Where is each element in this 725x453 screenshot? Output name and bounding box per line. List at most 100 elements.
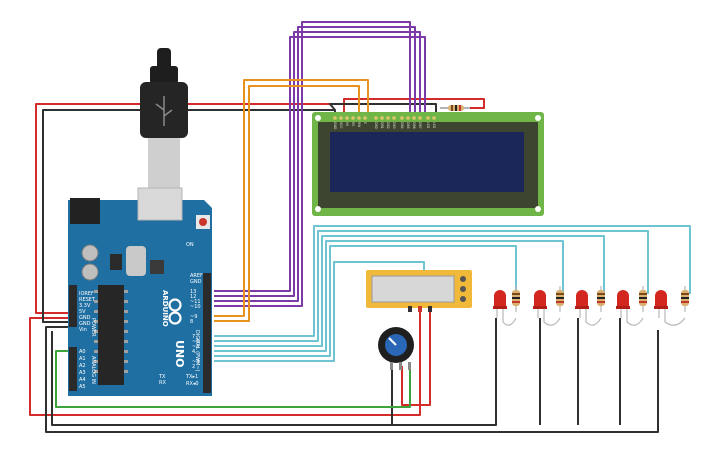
- wire-orange-1[interactable]: [214, 79, 369, 317]
- potentiometer[interactable]: [378, 327, 414, 370]
- pin-label: RS: [351, 122, 355, 126]
- power-header-label: POWER: [90, 318, 96, 337]
- led-5[interactable]: [654, 290, 686, 326]
- knob-indicator: [388, 337, 397, 346]
- resistor-led-3[interactable]: [597, 286, 605, 312]
- digital-pin-labels: AREF GND 13 12 ~11 ~10 ~9 8 7 ~6 ~5 4 ~3…: [185, 273, 203, 387]
- pin-label: 13: [190, 289, 196, 295]
- arduino-logo-icon: [168, 298, 182, 325]
- rx-label: RX: [159, 380, 166, 386]
- digital-header: [203, 273, 211, 393]
- capacitor: [81, 263, 99, 281]
- wire-red-top[interactable]: [35, 98, 485, 314]
- lcd-screen: [330, 132, 524, 192]
- analog-header-label: ANALOG IN: [90, 356, 96, 384]
- pin-label: A4: [79, 377, 86, 383]
- pin-label: DB3: [392, 122, 396, 129]
- wire-teal-6[interactable]: [214, 261, 425, 362]
- usb-icon: [155, 96, 173, 126]
- pin-label: Vin: [79, 327, 87, 333]
- wire-teal-2[interactable]: [214, 230, 649, 342]
- wire-black-bottom2[interactable]: [51, 318, 497, 426]
- wire-teal-5[interactable]: [214, 245, 517, 357]
- pin-label: A2: [79, 363, 86, 369]
- pin-label: A3: [79, 370, 86, 376]
- led-1[interactable]: [493, 290, 517, 326]
- pin-label: 3.3V: [79, 303, 91, 309]
- wires: [29, 21, 691, 433]
- wire-purple-3[interactable]: [214, 26, 416, 302]
- lcd-display[interactable]: GND VCC V0 RS RW E DB0 DB1 DB2 DB3 DB4 D…: [312, 112, 544, 216]
- lcd-pin-labels: GND VCC V0 RS RW E DB0 DB1 DB2 DB3 DB4 D…: [333, 122, 436, 130]
- chip-pins: [94, 290, 128, 373]
- pin-label: GND: [79, 321, 91, 327]
- wire-black-bottom[interactable]: [45, 326, 659, 433]
- analog-pin-labels: A0 A1 A2 A3 A4 A5: [79, 349, 86, 390]
- pin-label: E: [363, 122, 367, 124]
- pin-label: DB1: [380, 122, 384, 129]
- pin-label: 12: [190, 294, 196, 300]
- pin-label: 4: [192, 349, 195, 355]
- brand-label: ARDUINO: [161, 290, 169, 327]
- pin-label: DB5: [406, 122, 410, 129]
- pushbutton[interactable]: [366, 270, 472, 312]
- power-pin-labels: IOREF RESET 3.3V 5V GND GND Vin: [79, 291, 96, 333]
- pin-label: 7: [192, 334, 195, 340]
- pin-label: A5: [79, 384, 86, 390]
- reset-button-cap[interactable]: [199, 218, 207, 226]
- pin-label: DB4: [400, 122, 404, 129]
- wire-purple-2[interactable]: [214, 31, 421, 297]
- pin-label: A1: [79, 356, 86, 362]
- wire-black-lcd[interactable]: [329, 103, 437, 112]
- pin-label: VCC: [339, 122, 343, 129]
- led-4[interactable]: [616, 290, 644, 326]
- pin-label: DB2: [386, 122, 390, 129]
- pin-label: ~3: [192, 359, 199, 365]
- wire-purple-4[interactable]: [214, 21, 411, 307]
- capacitor: [81, 244, 99, 262]
- pin-label: RX◂0: [186, 381, 199, 387]
- wire-purple-1[interactable]: [214, 36, 426, 292]
- pin-label: 8: [190, 319, 193, 325]
- resistor-led-2[interactable]: [556, 286, 564, 312]
- led-array: [493, 286, 689, 326]
- pin-label: 2: [192, 364, 195, 370]
- pin-label: 5V: [79, 309, 86, 315]
- wire-orange-2[interactable]: [214, 85, 360, 322]
- atmega-chip: [98, 285, 124, 385]
- pin-label: RW: [357, 122, 361, 128]
- wire-teal-3[interactable]: [214, 235, 605, 347]
- on-label: ON: [186, 242, 194, 248]
- analog-header: [69, 347, 77, 391]
- arduino-board[interactable]: ARDUINO UNO DIGITAL (PWM~) POWER ANALOG …: [68, 187, 212, 396]
- pin-label: RESET: [79, 297, 96, 303]
- resistor-led-1[interactable]: [512, 286, 520, 312]
- lcd-pin-row: [333, 116, 436, 120]
- tx-label: TX: [158, 374, 166, 380]
- pin-label: ~9: [190, 314, 197, 320]
- led-2[interactable]: [533, 290, 561, 326]
- pin-label: LED: [426, 122, 430, 129]
- pin-label: DB6: [412, 122, 416, 129]
- pin-label: ~6: [192, 339, 199, 345]
- wire-teal-4[interactable]: [214, 240, 564, 352]
- pin-label: LED: [432, 122, 436, 129]
- led-3[interactable]: [575, 290, 602, 326]
- resistor-led-5[interactable]: [681, 286, 689, 312]
- pin-label: A0: [79, 349, 86, 355]
- pin-label: GND: [190, 279, 202, 285]
- pin-label: V0: [345, 122, 349, 126]
- pin-label: IOREF: [79, 291, 94, 297]
- resistor-lcd[interactable]: [440, 105, 470, 111]
- pin-label: GND: [333, 122, 337, 130]
- pin-label: GND: [79, 315, 91, 321]
- model-label: UNO: [173, 340, 186, 368]
- wire-teal-1[interactable]: [214, 225, 691, 337]
- resistor-led-4[interactable]: [639, 286, 647, 312]
- pin-label: DB7: [418, 122, 422, 129]
- wire-red-pot[interactable]: [401, 310, 431, 406]
- wire-green-a0[interactable]: [55, 350, 411, 408]
- digital-header-label: DIGITAL (PWM~): [194, 330, 200, 372]
- pin-label: TX▸1: [185, 374, 198, 380]
